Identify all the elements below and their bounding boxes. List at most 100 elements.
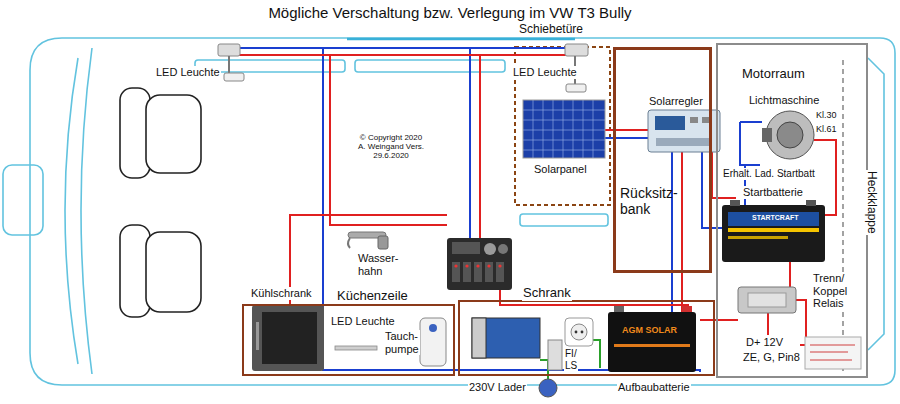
solar-controller (690, 117, 698, 123)
van-outline (81, 48, 92, 374)
signal-label: ZE, G, Pin8 (742, 351, 801, 364)
lamp-label: LED Leuchte (330, 315, 396, 328)
switch-panel (452, 242, 480, 254)
switch-panel (498, 244, 508, 254)
charger (472, 318, 540, 358)
wire-earth (540, 360, 548, 379)
wire-negative (225, 48, 762, 372)
mains-plug (539, 379, 557, 397)
water-tap (348, 232, 388, 249)
van-outline (30, 38, 895, 385)
starter-battery (728, 212, 819, 226)
fridge (252, 305, 324, 371)
led-lamp (565, 44, 588, 56)
switch-panel (485, 262, 493, 282)
box-heading: Küchenzeile (336, 289, 409, 304)
part-label: Startbatterie (742, 186, 804, 199)
part-label: Kühlschrank (250, 287, 313, 300)
fridge (256, 322, 259, 350)
immersion-pump (420, 318, 446, 366)
starter-battery (722, 200, 825, 262)
switch-panel (496, 262, 504, 282)
wire-positive (789, 262, 791, 287)
starter-battery (722, 205, 825, 262)
house-battery (682, 306, 692, 312)
led-lamp (566, 84, 586, 92)
part-label: Trenn/ Koppel Relais (812, 272, 848, 310)
solar-controller (702, 117, 710, 123)
starter-battery (730, 200, 740, 206)
alternator (766, 111, 814, 159)
breaker-module (548, 340, 562, 370)
wire-earth (593, 340, 600, 368)
box-heading: Rücksitz- bank (620, 185, 678, 217)
socket (571, 324, 587, 340)
fridge (262, 312, 317, 364)
switch-panel (447, 238, 512, 290)
wire-positive (767, 313, 769, 335)
wire-negative (225, 47, 578, 49)
starter-battery (806, 200, 816, 206)
part-label: 230V Lader (468, 381, 527, 394)
tailgate-label: Heckklappe (864, 170, 878, 235)
seat (146, 232, 201, 312)
wire-positive (330, 55, 447, 225)
box-heading: Schrank (522, 286, 572, 301)
battery-brand: AGM SOLAR (622, 325, 677, 335)
van-outline (520, 214, 608, 226)
switch-panel (498, 264, 501, 267)
wire-positive (700, 319, 738, 321)
d-plus-board (805, 337, 861, 369)
van-outline (3, 38, 895, 385)
wire-positive (225, 54, 578, 56)
relay (738, 287, 796, 313)
led-lamp (228, 56, 230, 74)
house-battery (614, 344, 690, 347)
wire-positive (479, 55, 481, 238)
solar-controller (656, 138, 712, 146)
van-outline (65, 58, 78, 364)
switch-panel (465, 264, 468, 267)
socket (581, 331, 584, 334)
signal-label: D+ 12V (745, 336, 784, 349)
diagram-title: Mögliche Verschaltung bzw. Verlegung im … (0, 4, 900, 21)
part-label: Aufbaubatterie (617, 381, 691, 394)
water-tap (348, 238, 350, 248)
alternator (777, 122, 803, 148)
socket (575, 331, 578, 334)
kitchen-led (335, 346, 377, 350)
switch-panel (452, 262, 460, 282)
solar-controller (655, 116, 685, 130)
sliding-door-line (347, 38, 575, 41)
alternator (762, 111, 814, 159)
starter-battery (728, 228, 819, 232)
switch-panel (476, 264, 479, 267)
tailgate-line (842, 60, 843, 372)
led-lamp (218, 44, 588, 92)
rear-seat-box: Rücksitz- bank (613, 47, 712, 273)
switch-panel (463, 262, 471, 282)
door-label: Schiebetüre (518, 23, 584, 37)
wire-note: Erhalt. Lad. Startbatt (722, 168, 816, 180)
relay (738, 287, 796, 313)
wire-negative (740, 122, 760, 165)
part-label: Solarpanel (533, 163, 588, 176)
d-plus-board (810, 345, 855, 360)
wire-negative (323, 48, 700, 372)
switch-panel (474, 262, 482, 282)
starter-battery (728, 236, 788, 239)
part-label: Lichtmaschine (748, 94, 820, 107)
house-battery (614, 306, 624, 312)
cupboard-box: Schrank (458, 300, 715, 376)
water-tap (378, 236, 388, 249)
part-label: Solarregler (648, 95, 704, 108)
immersion-pump (429, 324, 437, 332)
terminal-label: Kl.30 (815, 110, 838, 120)
wire-positive (814, 140, 836, 215)
relay (748, 293, 786, 307)
wire-positive (290, 215, 447, 305)
part-label: Wasser- hahn (357, 252, 400, 277)
switch-panel (447, 238, 512, 290)
copyright-note: © Copyright 2020 A. Weingand Vers. 29.6.… (356, 133, 426, 161)
lamp-label: LED Leuchte (155, 66, 221, 79)
